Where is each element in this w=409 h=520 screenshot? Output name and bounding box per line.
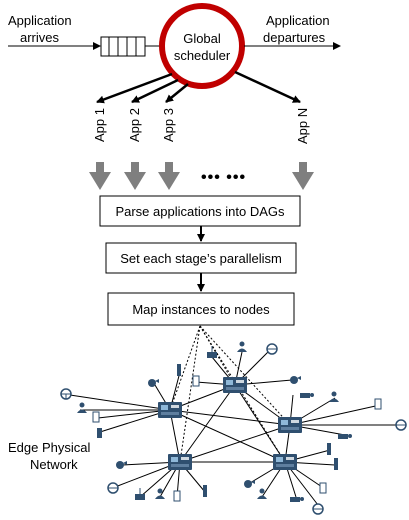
sensor-icon xyxy=(203,485,207,497)
queue-icon xyxy=(100,36,146,57)
network-label-line1: Edge Physical xyxy=(8,440,90,455)
phone-icon xyxy=(319,482,327,494)
scheduler-label-line2: scheduler xyxy=(174,48,231,63)
person-icon xyxy=(237,341,247,352)
down-arrow-appN xyxy=(292,162,314,190)
dispatch-arrow-app1 xyxy=(96,72,173,104)
step-box-map xyxy=(107,292,295,326)
down-arrow-app3 xyxy=(158,162,180,190)
steering-wheel-icon xyxy=(395,419,407,431)
app-label-3: App 3 xyxy=(161,108,176,142)
camera-icon xyxy=(148,379,159,387)
sensor-icon xyxy=(327,443,331,455)
app-label-1: App 1 xyxy=(92,108,107,142)
sensor-icon xyxy=(177,364,181,376)
phone-icon xyxy=(192,375,200,387)
phone-icon xyxy=(374,398,382,410)
device-links xyxy=(69,349,402,506)
surveillance-camera-icon xyxy=(290,497,304,502)
scheduler-label-line1: Global xyxy=(183,31,221,46)
surveillance-camera-icon xyxy=(300,393,314,398)
camera-icon xyxy=(244,480,255,488)
dispatch-arrow-appN xyxy=(234,70,301,104)
steering-wheel-icon xyxy=(312,503,324,515)
sensor-icon xyxy=(97,428,102,438)
step-map-label: Map instances to nodes xyxy=(132,302,270,317)
edge-server-icon xyxy=(278,417,302,433)
person-icon xyxy=(329,391,339,402)
phone-icon xyxy=(92,411,100,423)
arrival-label-line1: Application xyxy=(8,13,72,28)
app-label-n: App N xyxy=(295,108,310,144)
arrival-label-line2: arrives xyxy=(20,30,60,45)
step-parse-label: Parse applications into DAGs xyxy=(115,204,285,219)
dispatch-arrow-app2 xyxy=(131,78,179,104)
person-icon xyxy=(155,488,165,499)
ellipsis: ••• ••• xyxy=(201,169,246,186)
app-label-2: App 2 xyxy=(127,108,142,142)
network-links xyxy=(169,384,291,463)
down-arrow-app2 xyxy=(124,162,146,190)
sensor-icon xyxy=(334,458,338,470)
departure-label-line2: departures xyxy=(263,30,326,45)
departure-label-line1: Application xyxy=(266,13,330,28)
app-down-arrows xyxy=(89,162,314,190)
surveillance-camera-icon xyxy=(338,434,352,439)
edge-server-icon xyxy=(223,377,247,393)
step-box-parallelism xyxy=(105,242,297,274)
dispatch-arrow-app3 xyxy=(165,83,189,103)
edge-server-icon xyxy=(168,454,192,470)
down-arrow-app1 xyxy=(89,162,111,190)
phone-icon xyxy=(173,490,181,502)
edge-server-icon xyxy=(273,454,297,470)
step-box-parse xyxy=(99,195,301,227)
global-scheduler xyxy=(159,3,245,89)
person-icon xyxy=(77,402,87,413)
step-parallelism-label: Set each stage’s parallelism xyxy=(120,251,282,266)
camera-icon xyxy=(290,376,301,384)
steering-wheel-icon xyxy=(60,388,72,400)
router-icon xyxy=(135,488,145,500)
edge-server-icon xyxy=(158,402,182,418)
steering-wheel-icon xyxy=(107,482,119,494)
router-icon xyxy=(207,346,217,358)
camera-icon xyxy=(116,461,127,469)
person-icon xyxy=(257,488,267,499)
network-label-line2: Network xyxy=(30,457,78,472)
steering-wheel-icon xyxy=(266,343,278,355)
